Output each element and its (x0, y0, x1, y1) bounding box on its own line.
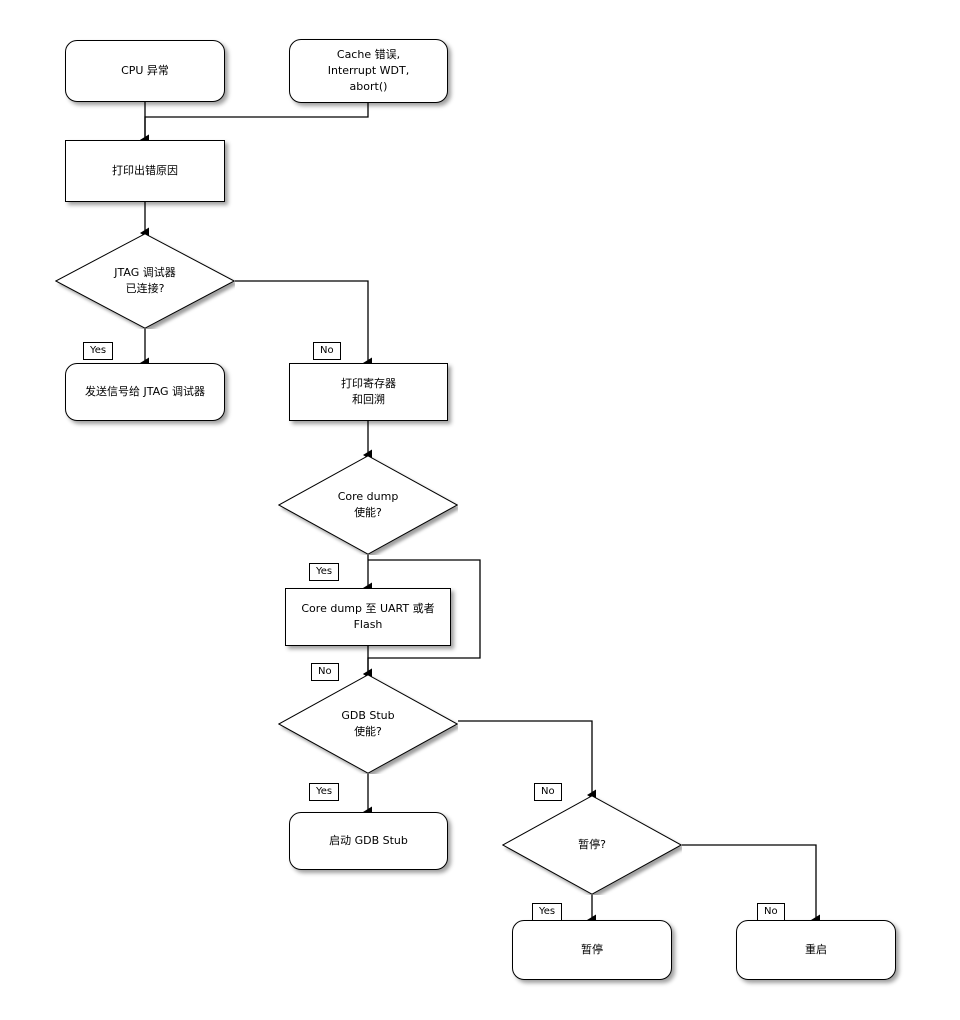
node-label: JTAG 调试器已连接? (114, 265, 175, 297)
edge-label-gdbstub-no: No (534, 783, 562, 801)
node-gdbstub-enabled: GDB Stub 使能? (278, 674, 458, 774)
node-label-line: abort() (349, 80, 388, 93)
node-label-line: JTAG 调试器 (114, 266, 176, 279)
node-cache-error: Cache 错误, Interrupt WDT, abort() (289, 39, 448, 103)
node-label-line: 使能? (354, 506, 382, 519)
node-label: 启动 GDB Stub (329, 833, 408, 849)
edge-label-gdbstub-yes: Yes (309, 783, 340, 801)
diamond-shape (55, 233, 235, 329)
node-jtag-connected: JTAG 调试器已连接? (55, 233, 235, 329)
node-reboot: 重启 (736, 920, 896, 980)
node-label-line: 启动 GDB Stub (329, 834, 408, 847)
node-label-line: 和回溯 (352, 393, 385, 406)
node-label-line: 重启 (805, 943, 827, 956)
node-label-line: Interrupt WDT, (327, 64, 410, 77)
edge-e-gdbstub-no (458, 720, 592, 795)
node-send-signal-jtag: 发送信号给 JTAG 调试器 (65, 363, 225, 421)
node-label-line: 打印寄存器 (341, 377, 396, 390)
node-print-registers: 打印寄存器和回溯 (289, 363, 448, 421)
edge-e-jtag-no (235, 280, 368, 363)
edge-e-cache-to-print (145, 103, 369, 140)
edge-label-jtag-no: No (313, 342, 341, 360)
node-label-line: GDB Stub (341, 709, 395, 722)
node-label: Cache 错误, Interrupt WDT, abort() (328, 47, 409, 95)
node-label: Core dump 至 UART 或者 Flash (286, 601, 450, 633)
node-label-line: 已连接? (125, 282, 165, 295)
node-label-line: 使能? (354, 725, 382, 738)
diamond-shape (278, 455, 458, 555)
node-label-line: 打印出错原因 (112, 164, 178, 177)
node-print-error-reason: 打印出错原因 (65, 140, 225, 202)
node-halt: 暂停 (512, 920, 672, 980)
edge-e-halt-no (682, 844, 816, 920)
node-coredump-to-uart-flash: Core dump 至 UART 或者 Flash (285, 588, 451, 646)
edge-label-halt-yes: Yes (532, 903, 563, 921)
edge-label-jtag-yes: Yes (83, 342, 114, 360)
node-coredump-enabled: Core dump 使能? (278, 455, 458, 555)
node-start-gdbstub: 启动 GDB Stub (289, 812, 448, 870)
node-label: GDB Stub 使能? (341, 708, 394, 740)
edge-label-coredump-no: No (311, 663, 339, 681)
node-label-line: 发送信号给 JTAG 调试器 (85, 385, 205, 398)
node-label: 重启 (805, 942, 827, 958)
node-cpu-exception: CPU 异常 (65, 40, 225, 102)
node-label-line: Core dump (337, 490, 399, 503)
node-label: Core dump 使能? (338, 489, 399, 521)
diamond-shape (278, 674, 458, 774)
node-label-line: 暂停 (581, 943, 603, 956)
node-label-line: 暂停? (578, 838, 606, 851)
edge-label-coredump-yes: Yes (309, 563, 340, 581)
node-label: 打印出错原因 (112, 163, 178, 179)
edge-label-halt-no: No (757, 903, 785, 921)
node-halt-question: 暂停? (502, 795, 682, 895)
node-label: 发送信号给 JTAG 调试器 (85, 384, 205, 400)
node-label: 暂停 (581, 942, 603, 958)
diamond-shape (502, 795, 682, 895)
node-label: 打印寄存器和回溯 (341, 376, 396, 408)
node-label-line: Cache 错误, (336, 48, 401, 61)
node-label-line: CPU 异常 (121, 64, 169, 77)
node-label: CPU 异常 (121, 63, 169, 79)
node-label-line: Core dump 至 UART 或者 Flash (301, 602, 435, 631)
node-label: 暂停? (578, 837, 606, 853)
